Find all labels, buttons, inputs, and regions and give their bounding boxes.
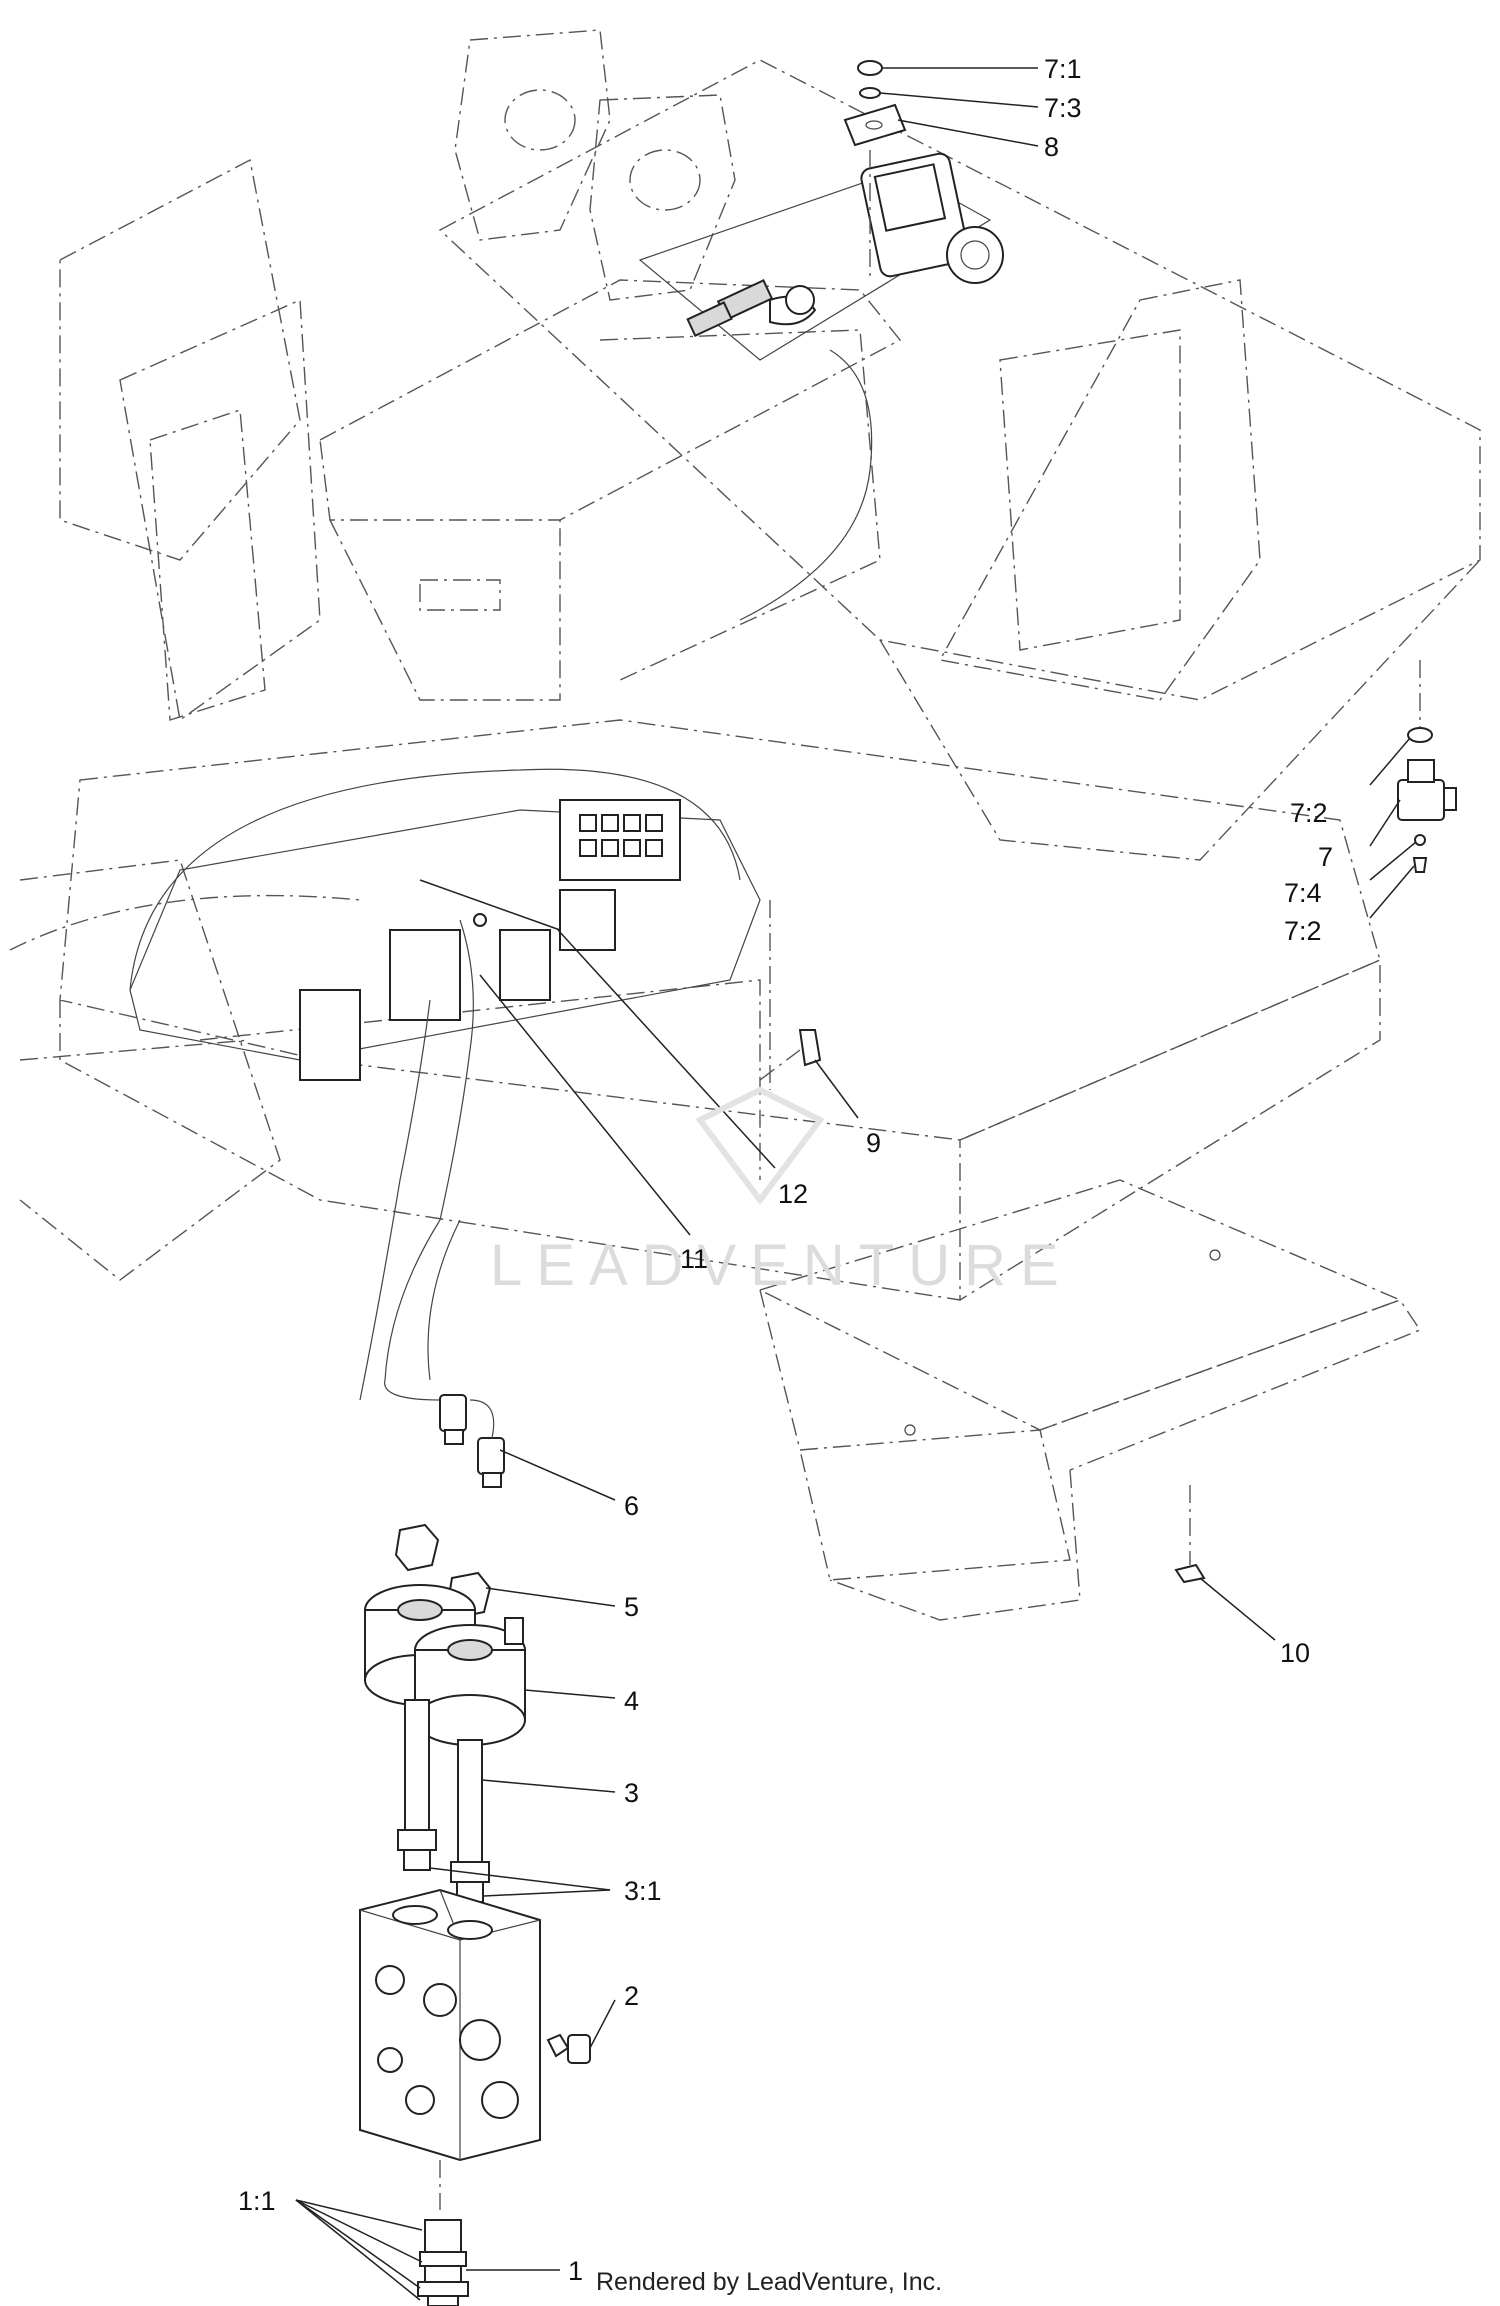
callout-7-3: 7:3 [1044, 93, 1082, 123]
watermark-text: LEADVENTURE [490, 1233, 1073, 1298]
electrical-box [129, 768, 761, 1401]
cartridge-valve-1 [417, 2219, 469, 2306]
switch-assembly-7 [1397, 660, 1457, 873]
callout-3: 3 [624, 1778, 639, 1808]
clip-9 [759, 900, 822, 1090]
connector-6 [384, 1219, 505, 1488]
cover-10 [758, 1179, 1422, 1621]
callout-11: 11 [680, 1244, 708, 1274]
callout-6: 6 [624, 1491, 639, 1521]
callout-1: 1 [568, 2256, 583, 2286]
callout-1-1: 1:1 [238, 2186, 276, 2216]
watermark: LEADVENTURE [490, 1086, 1073, 1298]
machine-frame [9, 29, 1481, 1301]
valve-manifold [359, 1888, 591, 2210]
callout-4: 4 [624, 1686, 639, 1716]
callout-labels: 7:1 7:3 8 7:2 7 7:4 7:2 9 12 11 6 5 4 3 … [238, 54, 1333, 2286]
callout-12: 12 [778, 1179, 808, 1209]
callout-7-4: 7:4 [1284, 878, 1322, 908]
switch-hardware-top [843, 60, 907, 280]
leader-lines [295, 67, 1417, 2301]
callout-9: 9 [866, 1128, 881, 1158]
solenoid-coils [364, 1523, 526, 1903]
footer-credit: Rendered by LeadVenture, Inc. [596, 2268, 942, 2296]
callout-7: 7 [1318, 842, 1333, 872]
control-panel [638, 152, 1004, 621]
callout-5: 5 [624, 1592, 639, 1622]
callout-8: 8 [1044, 132, 1059, 162]
callout-7-2-upper: 7:2 [1290, 798, 1328, 828]
callout-10: 10 [1280, 1638, 1310, 1668]
callout-7-2-lower: 7:2 [1284, 916, 1322, 946]
callout-7-1: 7:1 [1044, 54, 1082, 84]
callout-3-1: 3:1 [624, 1876, 662, 1906]
callout-2: 2 [624, 1981, 639, 2011]
